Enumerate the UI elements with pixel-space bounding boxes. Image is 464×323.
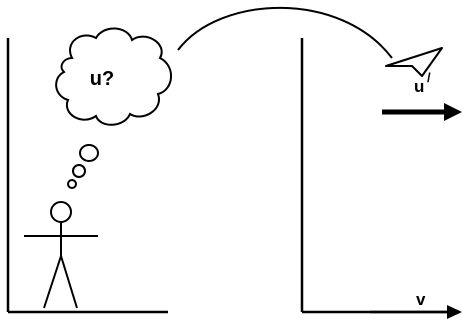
stick-figure-observer [24,201,98,309]
airplane-velocity-prime: / [427,70,431,85]
thought-cloud [55,27,172,126]
frame-velocity-arrow [370,305,462,319]
frame-velocity-label: v [416,290,426,309]
thought-bubbles [67,144,99,189]
paper-airplane-icon [385,47,443,77]
figure-head [50,201,72,223]
left-frame [6,38,168,314]
airplane-velocity-arrow [382,103,462,121]
thought-text: u? [90,68,114,90]
trajectory-arc [177,6,393,59]
airplane-velocity-label: u [414,77,424,96]
